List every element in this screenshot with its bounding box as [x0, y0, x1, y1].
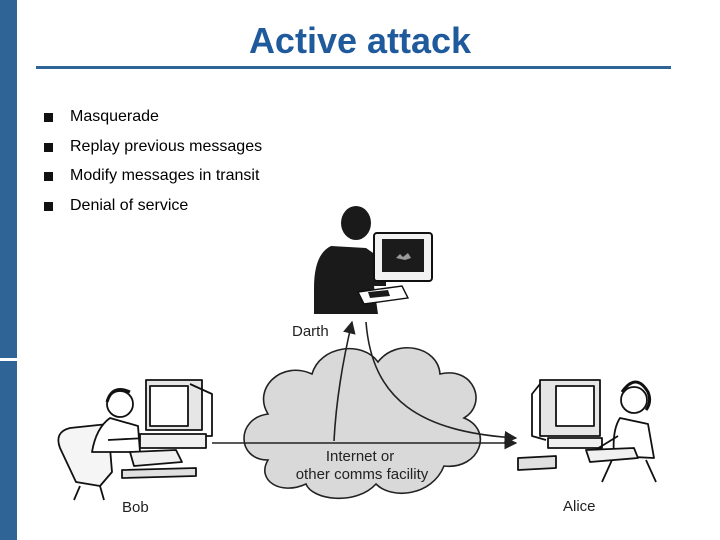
- title-rule: [36, 66, 671, 69]
- bullet-item: Modify messages in transit: [42, 165, 262, 195]
- left-accent-bar-top: [0, 0, 17, 358]
- bullet-square-icon: [44, 201, 53, 211]
- left-accent-bar-bottom: [0, 361, 17, 540]
- darth-to-alice-arrow: [365, 321, 518, 444]
- bullet-list: Masquerade Replay previous messages Modi…: [42, 106, 262, 224]
- darth-label: Darth: [292, 323, 329, 340]
- bullet-item: Replay previous messages: [42, 136, 262, 166]
- bullet-square-icon: [44, 142, 53, 152]
- alice-label: Alice: [563, 498, 596, 515]
- bullet-square-icon: [44, 113, 53, 122]
- cloud-icon: [243, 347, 482, 500]
- intercept-arrow-to-darth: [333, 320, 356, 442]
- bullet-item: Masquerade: [42, 106, 262, 136]
- network-label-line1: Internet or: [326, 448, 394, 465]
- darth-figure-icon: [314, 206, 484, 320]
- bullet-item: Denial of service: [42, 195, 262, 225]
- bullet-text: Masquerade: [70, 108, 159, 125]
- bullet-square-icon: [44, 172, 53, 181]
- bob-figure-icon: [57, 379, 213, 501]
- bob-label: Bob: [122, 499, 149, 516]
- bullet-text: Denial of service: [70, 196, 189, 214]
- bullet-text: Modify messages in transit: [70, 167, 260, 184]
- alice-figure-icon: [517, 379, 657, 483]
- bullet-text: Replay previous messages: [70, 137, 263, 155]
- slide-title: Active attack: [248, 20, 472, 61]
- network-label-line2: other comms facility: [296, 466, 429, 483]
